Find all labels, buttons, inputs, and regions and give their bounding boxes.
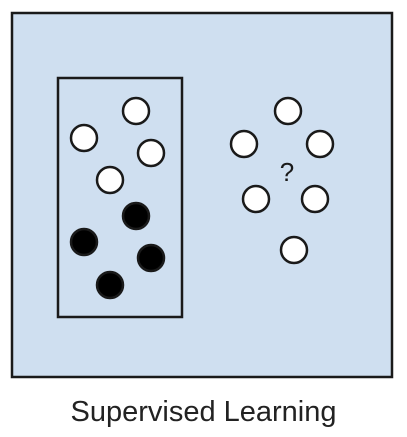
unlabeled-hollow-point <box>273 96 303 126</box>
unlabeled-hollow-point <box>241 184 271 214</box>
labeled-data-box <box>56 76 184 319</box>
labeled-filled-point <box>69 227 99 257</box>
labeled-filled-point <box>121 201 151 231</box>
labeled-filled-point <box>136 243 166 273</box>
unlabeled-hollow-point <box>279 235 309 265</box>
outer-panel <box>10 11 394 379</box>
unlabeled-hollow-point <box>300 184 330 214</box>
unlabeled-hollow-point <box>229 129 259 159</box>
labeled-points-group <box>69 96 166 300</box>
diagram-caption: Supervised Learning <box>70 396 337 428</box>
labeled-hollow-point <box>121 96 151 126</box>
labeled-hollow-point <box>95 165 125 195</box>
labeled-hollow-point <box>69 123 99 153</box>
unlabeled-hollow-point <box>305 129 335 159</box>
labeled-filled-point <box>95 270 125 300</box>
labeled-hollow-point <box>136 138 166 168</box>
unlabeled-points-group <box>229 96 335 265</box>
unknown-label: ? <box>280 157 294 187</box>
